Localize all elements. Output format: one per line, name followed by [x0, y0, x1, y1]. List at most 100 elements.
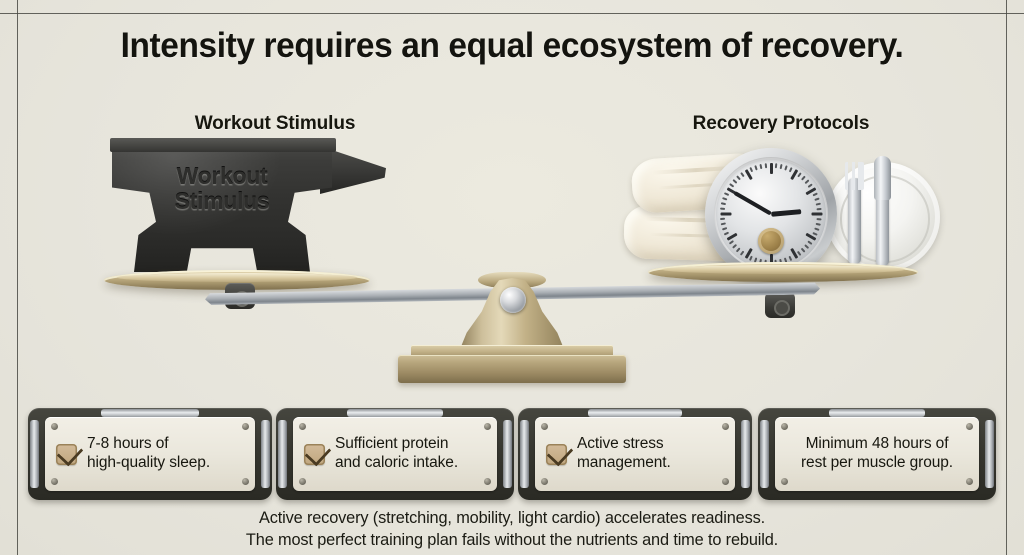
card-rail-left: [278, 420, 287, 488]
clock-tick: [754, 165, 758, 171]
anvil-engraving: Workout Stimulus: [126, 164, 318, 213]
card-rail-right: [741, 420, 750, 488]
card-rail-left: [760, 420, 769, 488]
fulcrum-pivot-bolt: [500, 287, 526, 313]
knife-icon: [874, 156, 891, 266]
clock-tick: [797, 250, 802, 256]
screw-icon: [484, 478, 491, 485]
clock-tick: [807, 240, 813, 245]
clock-tick: [724, 231, 730, 236]
clock-tick: [740, 250, 745, 256]
card-text-line1: 7-8 hours of: [87, 435, 169, 453]
clock-tick: [811, 212, 822, 216]
right-pan: [648, 262, 918, 282]
checkmark-icon[interactable]: [304, 443, 325, 465]
clock-tick: [720, 218, 726, 221]
checkmark-icon[interactable]: [546, 443, 567, 465]
clock-tick: [788, 167, 793, 173]
right-pan-hanger: [765, 292, 795, 318]
clock-tick: [722, 227, 728, 231]
screw-icon: [722, 423, 729, 430]
card-text-line2: high-quality sleep.: [87, 454, 211, 471]
clock-tick: [784, 165, 788, 171]
clock-tick: [804, 244, 810, 249]
right-pan-label: Recovery Protocols: [692, 113, 870, 134]
card-rail-right: [261, 420, 270, 488]
clock-tick: [775, 163, 778, 169]
card-text-line2: rest per muscle group.: [800, 454, 953, 471]
card-text-line2: and caloric intake.: [335, 454, 459, 471]
screw-icon: [966, 478, 973, 485]
card-rail-top: [347, 409, 443, 417]
clock-tick: [801, 247, 806, 253]
clock-tick: [812, 231, 818, 236]
card-rail-right: [985, 420, 994, 488]
clock-tick: [722, 197, 728, 201]
screw-icon: [722, 478, 729, 485]
clock-tick: [812, 192, 818, 197]
screw-icon: [541, 478, 548, 485]
card-rail-top: [101, 409, 199, 417]
screw-icon: [299, 478, 306, 485]
clock-face: [714, 157, 828, 271]
left-pan-label: Workout Stimulus: [194, 113, 356, 134]
screw-icon: [242, 478, 249, 485]
recovery-objects-group: [620, 148, 940, 280]
screw-icon: [781, 478, 788, 485]
clock-tick: [779, 163, 783, 170]
screw-icon: [541, 423, 548, 430]
clock-tick: [732, 179, 738, 184]
screw-icon: [484, 423, 491, 430]
frame-line-top: [0, 13, 1024, 14]
clock-tick: [764, 163, 767, 169]
card-text-line1: Active stress: [577, 435, 664, 453]
screw-icon: [242, 423, 249, 430]
screw-icon: [51, 423, 58, 430]
anvil-face: [110, 138, 336, 152]
clock-tick: [815, 222, 822, 226]
card-rail-left: [30, 420, 39, 488]
card-rail-right: [503, 420, 512, 488]
screw-icon: [51, 478, 58, 485]
clock-tick: [720, 222, 727, 226]
footer-note: Active recovery (stretching, mobility, l…: [5, 508, 1019, 552]
clock-tick: [801, 175, 806, 181]
clock-tick: [732, 244, 738, 249]
clock-tick: [740, 172, 745, 178]
clock-tick: [814, 197, 820, 201]
clock-tick: [736, 247, 741, 253]
card-rail-top: [588, 409, 682, 417]
screw-icon: [781, 423, 788, 430]
left-pan: [104, 270, 370, 290]
clock-hour-hand: [770, 209, 802, 217]
footer-line-2: The most perfect training plan fails wit…: [245, 530, 779, 549]
card-text-line2: management.: [577, 454, 671, 471]
clock-tick: [788, 255, 793, 261]
clock-tick: [759, 163, 763, 170]
clock-tick: [729, 240, 735, 245]
card-text-line1: Minimum 48 hours of: [805, 435, 949, 453]
clock-tick: [769, 163, 773, 174]
anvil-engraving-line2: Stimulus: [174, 187, 270, 214]
scale-base: [398, 355, 626, 383]
clock-tick: [720, 212, 731, 216]
clock-tick: [720, 202, 727, 206]
checkmark-icon[interactable]: [56, 443, 77, 465]
balance-scale-illustration: Workout Stimulus: [0, 0, 1024, 400]
screw-icon: [299, 423, 306, 430]
clock-tick: [816, 207, 822, 210]
clock-tick: [816, 218, 822, 221]
clock-minute-hand: [733, 191, 772, 216]
